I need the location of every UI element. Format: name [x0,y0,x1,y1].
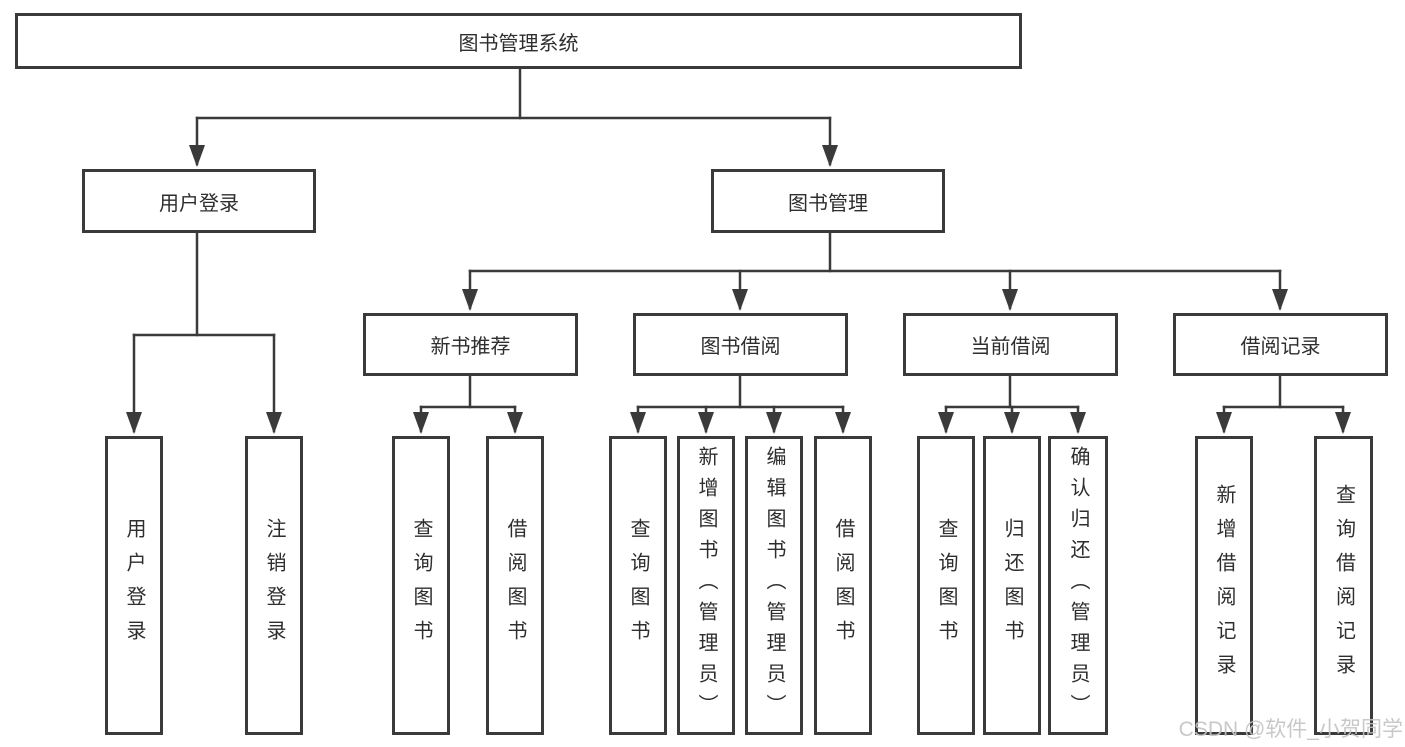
leaf-label: 编辑图书（管理员） [763,446,785,725]
leaf-current-query-books: 查询图书 [917,436,975,735]
leaf-logout: 注销登录 [245,436,303,735]
leaf-borrow-add-books-admin: 新增图书（管理员） [677,436,735,735]
node-label: 新书推荐 [430,336,511,358]
node-label: 图书管理系统 [458,32,579,55]
leaf-label: 新增图书（管理员） [695,446,717,725]
node-library-management-system: 图书管理系统 [15,13,1022,69]
leaf-label: 查询图书 [627,517,649,654]
leaf-borrow-edit-books-admin: 编辑图书（管理员） [745,436,803,735]
node-current-borrow: 当前借阅 [903,313,1118,376]
node-label: 当前借阅 [970,336,1051,358]
csdn-watermark: CSDN @软件_小贺同学 [1178,718,1403,741]
leaf-recommend-query-books: 查询图书 [392,436,450,735]
leaf-user-login: 用户登录 [105,436,163,735]
leaf-recommend-borrow-books: 借阅图书 [486,436,544,735]
leaf-records-query-record: 查询借阅记录 [1314,436,1373,735]
node-label: 图书管理 [788,192,868,215]
leaf-label: 确认归还（管理员） [1067,446,1089,725]
leaf-label: 借阅图书 [504,517,526,654]
node-label: 借阅记录 [1240,336,1321,358]
leaf-label: 查询图书 [935,517,957,654]
node-user-login: 用户登录 [82,169,316,233]
leaf-label: 新增借阅记录 [1213,483,1235,688]
leaf-label: 查询图书 [410,517,432,654]
leaf-records-add-record: 新增借阅记录 [1195,436,1253,735]
node-label: 用户登录 [159,192,239,215]
leaf-label: 借阅图书 [832,517,854,654]
node-borrow-records: 借阅记录 [1173,313,1388,376]
leaf-borrow-borrow-books: 借阅图书 [814,436,872,735]
leaf-label: 用户登录 [123,517,145,654]
leaf-current-return-books: 归还图书 [983,436,1041,735]
node-book-borrow: 图书借阅 [633,313,848,376]
node-label: 图书借阅 [700,336,781,358]
leaf-label: 注销登录 [263,517,285,654]
leaf-label: 查询借阅记录 [1332,483,1355,688]
leaf-current-confirm-return-admin: 确认归还（管理员） [1048,436,1108,735]
node-new-book-recommend: 新书推荐 [363,313,578,376]
leaf-label: 归还图书 [1001,517,1023,654]
leaf-borrow-query-books: 查询图书 [609,436,667,735]
node-book-management: 图书管理 [711,169,945,233]
